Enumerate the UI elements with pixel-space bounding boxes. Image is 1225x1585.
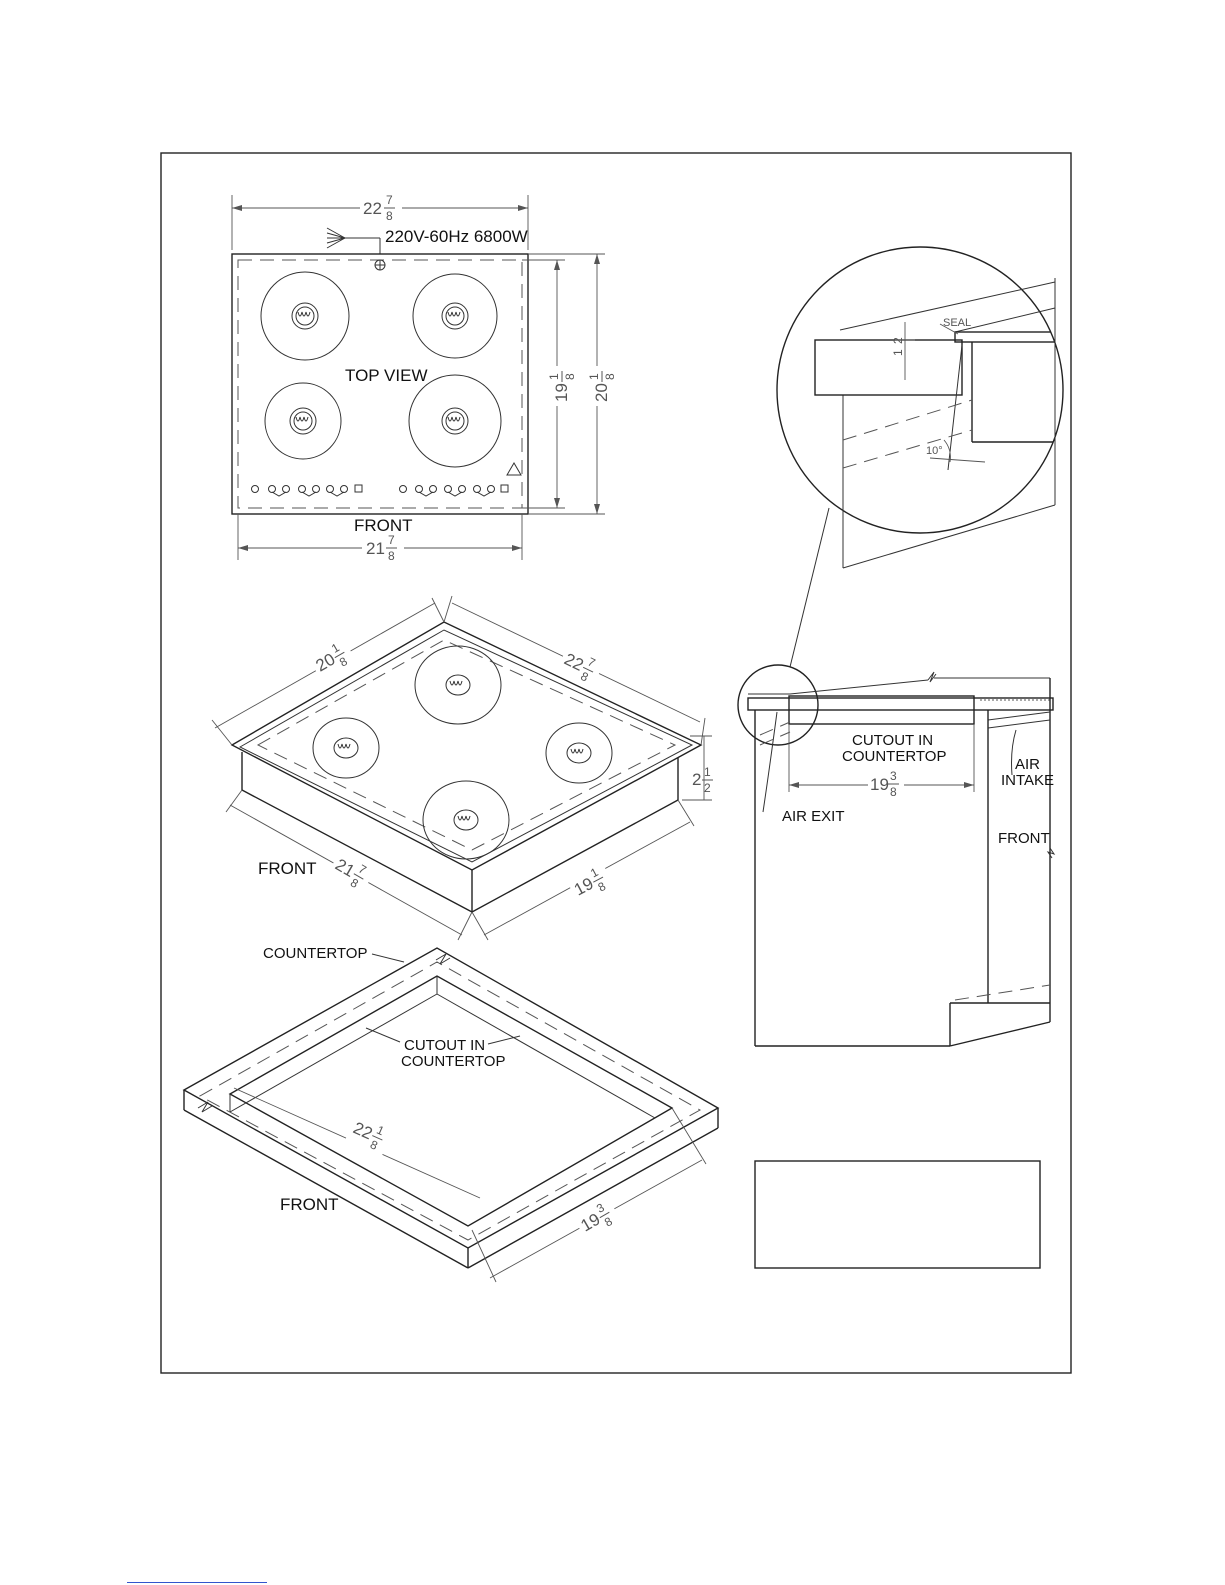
top-width-den: 8: [386, 209, 393, 223]
air-intake-line2: INTAKE: [1001, 772, 1054, 789]
bottom-width-num: 7: [388, 533, 395, 547]
depth-outer-num: 1: [587, 373, 601, 380]
power-cable-icon: [327, 228, 380, 254]
burner-icon: [423, 781, 509, 859]
cutout-label-line2: COUNTERTOP: [401, 1053, 505, 1070]
iso-height-whole: 2: [692, 770, 701, 789]
burner-icon: [413, 274, 497, 358]
side-view: CUTOUT IN COUNTERTOP 19 3 8 AIR EXIT AIR…: [738, 665, 1054, 1046]
depth-outer-whole: 20: [592, 383, 611, 402]
top-width-whole: 22: [363, 199, 382, 218]
top-width-num: 7: [386, 193, 393, 207]
burner-icon: [261, 272, 349, 360]
seal-detail: SEAL 1 2 10°: [777, 247, 1063, 667]
air-exit-label: AIR EXIT: [782, 808, 845, 825]
notes-box: [755, 1161, 1040, 1268]
footer-link-underline: [127, 1582, 267, 1583]
depth-inner-num: 1: [547, 373, 561, 380]
depth-inner-den: 8: [563, 373, 577, 380]
seal-label: SEAL: [943, 317, 971, 329]
depth-inner-whole: 19: [552, 383, 571, 402]
isometric-view: 20 1 8 22 7 8 2 1 2 21 7: [212, 596, 713, 940]
cutout-label-line1: CUTOUT IN: [404, 1037, 485, 1054]
cutout-front-label: FRONT: [280, 1195, 339, 1214]
gap-den: 2: [891, 337, 905, 344]
side-width-whole: 19: [870, 775, 889, 794]
gap-num: 1: [891, 349, 905, 356]
bottom-width-whole: 21: [366, 539, 385, 558]
burner-icon: [546, 723, 612, 783]
electrical-rating: 220V-60Hz 6800W: [385, 227, 528, 246]
side-front-label: FRONT: [998, 830, 1050, 847]
warning-triangle-icon: [507, 463, 521, 475]
iso-height-num: 1: [704, 765, 711, 779]
iso-front-label: FRONT: [258, 859, 317, 878]
top-view-front: FRONT: [354, 516, 413, 535]
side-cutout-line1: CUTOUT IN: [852, 732, 933, 749]
burner-icon: [313, 718, 379, 778]
bottom-width-den: 8: [388, 549, 395, 563]
side-width-den: 8: [890, 785, 897, 799]
depth-outer-den: 8: [603, 373, 617, 380]
air-intake-line1: AIR: [1015, 756, 1040, 773]
side-width-num: 3: [890, 769, 897, 783]
top-view-title: TOP VIEW: [345, 366, 428, 385]
countertop-label: COUNTERTOP: [263, 945, 367, 962]
cutout-view: COUNTERTOP CUTOUT IN COUNTERTOP 22 1 8 F…: [184, 945, 718, 1282]
control-knobs: [252, 485, 509, 496]
side-cutout-line2: COUNTERTOP: [842, 748, 946, 765]
burner-icon: [415, 646, 501, 724]
burner-icon: [265, 383, 341, 459]
angle-label: 10°: [926, 445, 943, 457]
top-view: 22 7 8 220V-60Hz 6800W: [232, 193, 617, 564]
iso-height-den: 2: [704, 781, 711, 795]
burner-icon: [409, 375, 501, 467]
